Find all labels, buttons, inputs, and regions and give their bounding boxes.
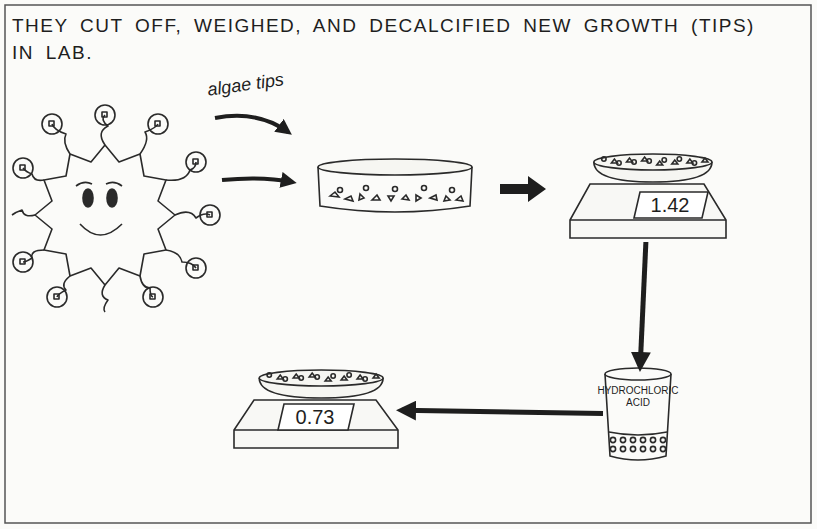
algae-drawing xyxy=(12,105,220,312)
petri-dish xyxy=(318,159,472,212)
transfer-arrows xyxy=(215,116,292,182)
container-label: HYDROCHLORIC ACID xyxy=(606,382,670,412)
process-arrow xyxy=(640,242,646,366)
scale-symbol xyxy=(234,370,398,448)
process-arrow xyxy=(500,176,546,202)
node-outline xyxy=(566,150,730,242)
acid-cup: HYDROCHLORIC ACID xyxy=(603,366,673,462)
diagram-title: THEY CUT OFF, WEIGHED, AND DECALCIFIED N… xyxy=(12,12,772,66)
weight-reading: 1.42 xyxy=(636,192,704,218)
frame-border xyxy=(5,5,811,523)
process-arrow xyxy=(402,410,603,413)
scale-symbol xyxy=(570,154,726,238)
scale-readout: 0.73 xyxy=(230,366,402,452)
node-outline xyxy=(603,366,673,462)
annotation-label: algae tips xyxy=(206,69,285,101)
cup-symbol xyxy=(605,368,671,460)
weight-reading: 0.73 xyxy=(280,404,350,430)
scale-readout: 1.42 xyxy=(566,150,730,242)
